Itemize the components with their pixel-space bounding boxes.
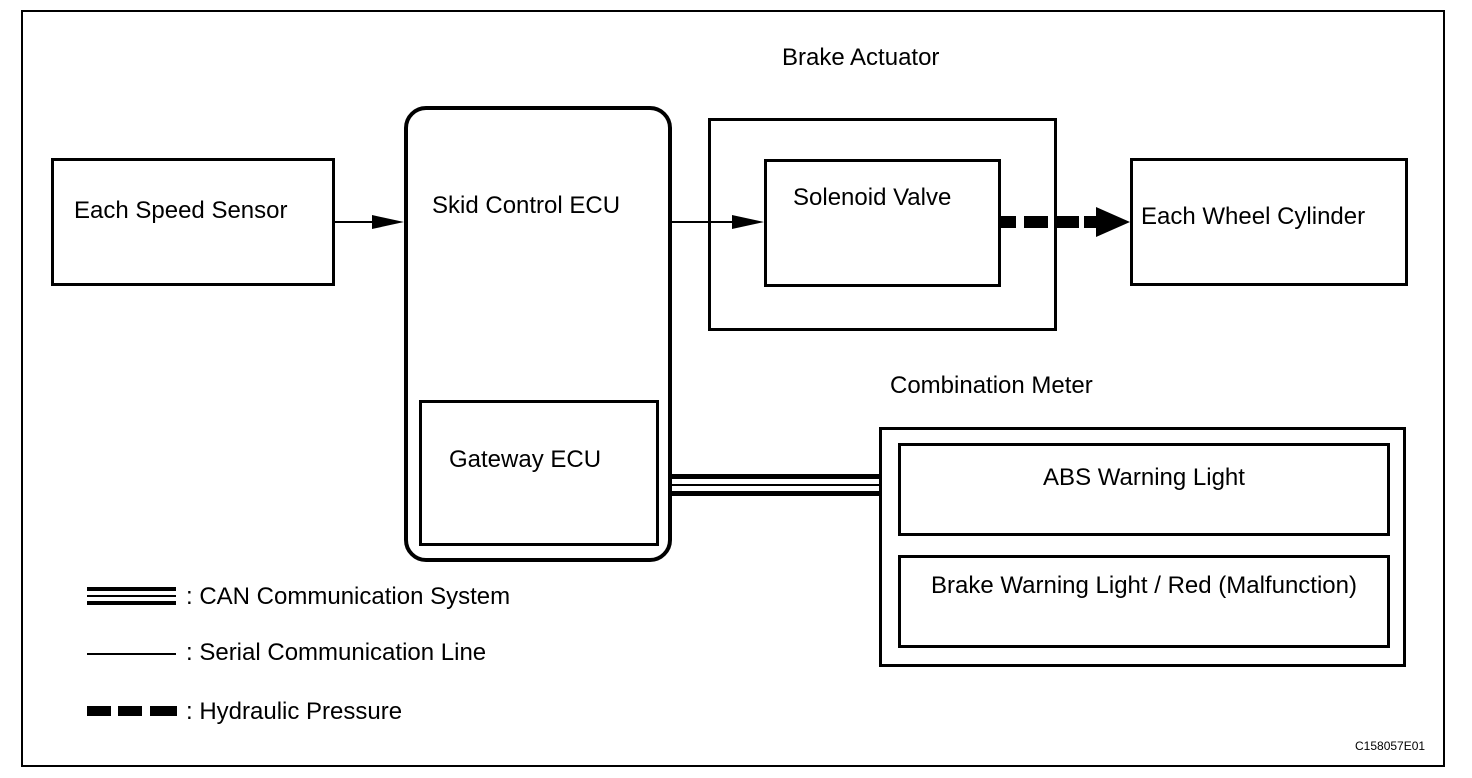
- combination-meter-block: ABS Warning Light Brake Warning Light / …: [879, 427, 1406, 667]
- brake-warning-light-label: Brake Warning Light / Red (Malfunction): [931, 572, 1357, 599]
- wheel-cylinder-label: Each Wheel Cylinder: [1141, 203, 1366, 230]
- abs-warning-light-block: ABS Warning Light: [898, 443, 1390, 536]
- gateway-ecu-block: Gateway ECU: [419, 400, 659, 546]
- brake-actuator-title: Brake Actuator: [782, 44, 940, 71]
- speed-sensor-block: Each Speed Sensor: [51, 158, 335, 286]
- diagram-frame: [21, 10, 1445, 767]
- speed-sensor-label: Each Speed Sensor: [74, 197, 288, 224]
- skid-control-ecu-block: Skid Control ECU Gateway ECU: [404, 106, 672, 562]
- brake-actuator-block: Solenoid Valve: [708, 118, 1057, 331]
- brake-warning-light-block: Brake Warning Light / Red (Malfunction): [898, 555, 1390, 648]
- skid-control-ecu-label: Skid Control ECU: [432, 192, 621, 219]
- solenoid-valve-block: Solenoid Valve: [764, 159, 1001, 287]
- gateway-ecu-label: Gateway ECU: [449, 446, 602, 473]
- legend-serial-label: : Serial Communication Line: [186, 639, 487, 666]
- figure-code: C158057E01: [1355, 739, 1426, 753]
- legend-can-label: : CAN Communication System: [186, 583, 511, 610]
- abs-warning-light-label: ABS Warning Light: [1043, 464, 1245, 491]
- solenoid-valve-label: Solenoid Valve: [793, 184, 952, 211]
- wheel-cylinder-block: Each Wheel Cylinder: [1130, 158, 1408, 286]
- combination-meter-title: Combination Meter: [890, 372, 1093, 399]
- legend-hydraulic-label: : Hydraulic Pressure: [186, 698, 403, 725]
